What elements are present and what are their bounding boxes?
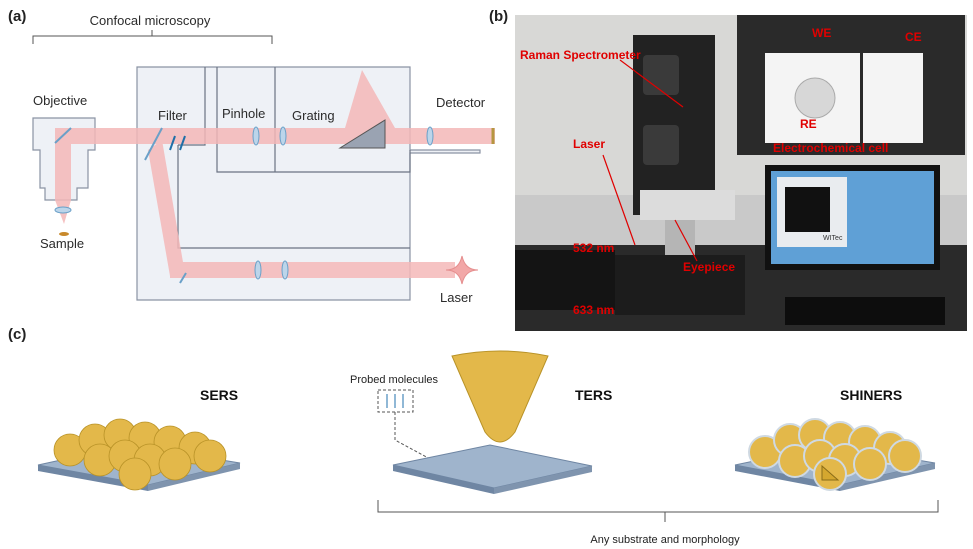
panel-c-label: (c) bbox=[8, 326, 27, 343]
microscope-head bbox=[640, 190, 735, 220]
laser-lens-1 bbox=[254, 260, 262, 280]
ce-annotation: CE bbox=[905, 30, 922, 44]
raman-annotation: Raman Spectrometer bbox=[520, 48, 641, 62]
ters-tip bbox=[451, 350, 549, 443]
panel-b-photo: WITec Raman Spectrometer Laser 532 nm 63… bbox=[515, 15, 967, 331]
probed-molecules-label: Probed molecules bbox=[350, 374, 439, 386]
re-annotation: RE bbox=[800, 117, 817, 131]
detector-label: Detector bbox=[436, 95, 486, 110]
laser-source bbox=[445, 255, 479, 285]
confocal-bracket bbox=[32, 30, 273, 44]
detector-lens bbox=[426, 126, 434, 146]
panel-b-label: (b) bbox=[489, 8, 509, 25]
confocal-label: Confocal microscopy bbox=[90, 13, 211, 28]
laser-label: Laser bbox=[440, 290, 473, 305]
grating-label: Grating bbox=[292, 108, 335, 123]
laser-annotation: Laser bbox=[573, 137, 605, 151]
ters-label: TERS bbox=[575, 387, 612, 403]
633nm-annotation: 633 nm bbox=[573, 303, 614, 317]
pinhole-lens-2 bbox=[279, 126, 287, 146]
probed-molecules-box bbox=[377, 389, 414, 413]
panel-c-diagram: SERS Probed molecules TERS SHINERS Any s… bbox=[37, 350, 939, 546]
sers-label: SERS bbox=[200, 387, 238, 403]
panel-a-label: (a) bbox=[8, 8, 27, 25]
bottom-mirror bbox=[179, 272, 187, 284]
ters-substrate bbox=[392, 444, 593, 489]
pinhole-lens-1 bbox=[252, 126, 260, 146]
sers-nanoparticles bbox=[53, 418, 227, 491]
panel-a-diagram: Confocal microscopy Objective Filter Pin… bbox=[32, 13, 495, 305]
sample-dot bbox=[59, 232, 69, 236]
filter-label: Filter bbox=[158, 108, 188, 123]
pinhole-label: Pinhole bbox=[222, 106, 265, 121]
objective-mirror bbox=[54, 127, 72, 144]
instrument-housing bbox=[136, 66, 481, 301]
laser-lens-2 bbox=[281, 260, 289, 280]
bottom-bracket bbox=[377, 500, 939, 522]
substrate-label: Any substrate and morphology bbox=[590, 534, 740, 546]
objective-label: Objective bbox=[33, 93, 87, 108]
cell-annotation: Electrochemical cell bbox=[773, 141, 888, 155]
sample-label: Sample bbox=[40, 236, 84, 251]
we-annotation: WE bbox=[812, 26, 831, 40]
witec-logo: WITec bbox=[823, 235, 843, 242]
keyboard bbox=[785, 297, 945, 325]
shiners-label: SHINERS bbox=[840, 387, 902, 403]
grating-prism bbox=[338, 119, 386, 149]
laser-box bbox=[515, 250, 615, 310]
532nm-annotation: 532 nm bbox=[573, 241, 614, 255]
objective-lens bbox=[54, 206, 72, 214]
filter-1 bbox=[169, 135, 176, 151]
eyepiece-annotation: Eyepiece bbox=[683, 260, 735, 274]
dichroic-mirror bbox=[144, 127, 163, 161]
filter-2 bbox=[179, 135, 186, 151]
